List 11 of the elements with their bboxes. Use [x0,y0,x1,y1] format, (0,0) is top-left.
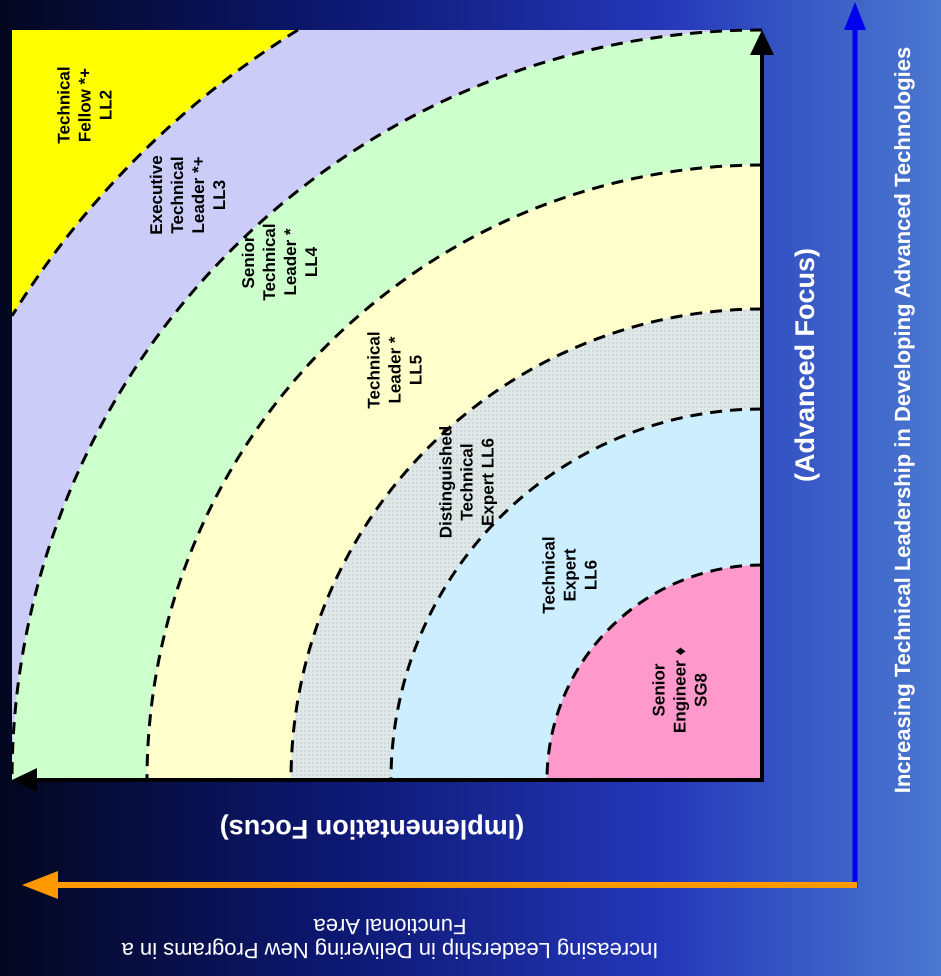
level-label: Technical Fellow *+ LL2 [54,65,116,146]
level-label: Senior Engineer ♦ SG8 [648,646,712,736]
axis-description: Increasing Technical Leadership in Developing Advanced Technologies [890,46,916,796]
axis-description: Increasing Leadership in Delivering New Programs in a Functional Area [120,914,660,962]
level-label: Senior Technical Leader * LL4 [238,222,322,303]
level-label: Technical Expert LL6 [538,535,602,615]
level-label: Technical Leader * LL5 [364,330,426,411]
level-label: Executive Technical Leader *+ LL3 [146,154,230,236]
axis-title: (Advanced Focus) [791,246,821,484]
level-label: Distinguished Technical Expert LL6 [436,424,498,540]
axis-title: (Implementation Focus) [218,813,526,843]
